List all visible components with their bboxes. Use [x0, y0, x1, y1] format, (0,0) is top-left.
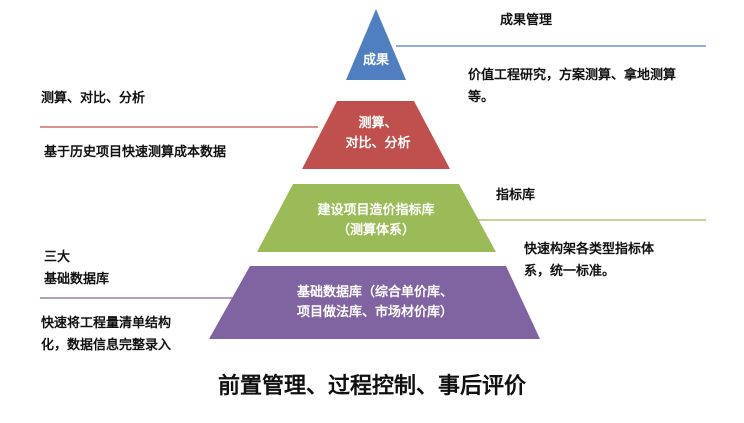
tier4-label-line2: 项目做法库、市场材价库）: [296, 305, 454, 320]
tier4-label-line1: 基础数据库（综合单价库、: [296, 285, 454, 300]
tier3-label: 建设项目造价指标库 （测算体系）: [317, 201, 434, 241]
tier1-title: 成果管理: [500, 13, 553, 28]
tier2-label-line1: 测算、: [358, 116, 398, 131]
tier1-label-line1: 成果: [362, 53, 390, 68]
tier4-label: 基础数据库（综合单价库、 项目做法库、市场材价库）: [297, 283, 453, 323]
tier4-title-line1: 三大: [44, 250, 71, 265]
tier4-title-line2: 基础数据库: [44, 272, 110, 287]
tier3-label-line2: （测算体系）: [336, 223, 416, 238]
tier2-desc: 基于历史项目快速测算成本数据: [44, 145, 227, 160]
pyramid-tier-top: [346, 9, 406, 80]
tier4-desc-line1: 快速将工程量清单结构: [41, 316, 172, 331]
pyramid-tier-third: [257, 184, 496, 252]
pyramid-tier-base: [209, 266, 540, 339]
tier2-label-line2: 对比、分析: [345, 136, 411, 151]
tier2-label: 测算、 对比、分析: [345, 114, 410, 154]
tier3-desc-line1: 快速构架各类型指标体: [524, 242, 655, 257]
tier3-title: 指标库: [496, 188, 536, 203]
footer-slogan: 前置管理、过程控制、事后评价: [217, 374, 526, 399]
tier2-title: 测算、对比、分析: [41, 91, 146, 106]
tier1-desc-line2: 等。: [468, 90, 495, 105]
tier3-label-line1: 建设项目造价指标库: [317, 203, 435, 218]
tier1-desc-line1: 价值工程研究，方案测算、拿地测算: [468, 68, 677, 83]
pyramid-tier-second: [302, 101, 450, 169]
tier4-desc-line2: 化，数据信息完整录入: [41, 338, 172, 353]
tier3-desc-line2: 系，统一标准。: [524, 264, 616, 279]
tier1-label: 成果: [363, 51, 389, 71]
